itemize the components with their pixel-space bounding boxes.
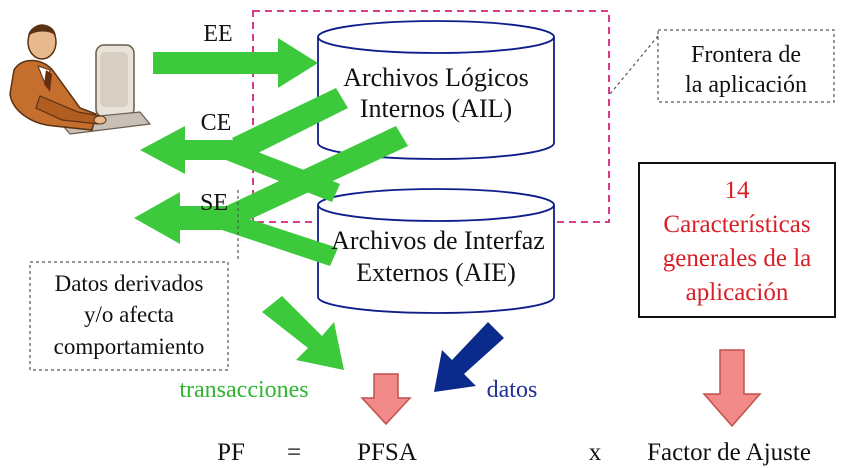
formula-pf: PF <box>217 439 245 466</box>
ce-band-upper <box>232 88 348 160</box>
formula-factor: Factor de Ajuste <box>647 439 811 466</box>
se-arrow <box>134 192 238 244</box>
derived-note-box <box>29 261 229 371</box>
transacciones-label: transacciones <box>179 377 308 403</box>
aie-label-line1: Archivos de Interfaz <box>331 226 545 255</box>
formula-equals: = <box>287 439 301 466</box>
ail-label-line1: Archivos Lógicos <box>343 63 529 92</box>
characteristics-line4: aplicación <box>686 279 789 306</box>
boundary-callout-connector <box>609 35 659 95</box>
ee-label: EE <box>203 21 232 47</box>
datos-arrow <box>434 322 504 392</box>
characteristics-line3: generales de la <box>663 245 812 272</box>
pfsa-down-arrow <box>360 373 412 426</box>
formula-times: x <box>589 439 602 466</box>
derived-note-line2: y/o afecta <box>84 302 174 327</box>
aie-cylinder <box>317 188 555 314</box>
datos-label: datos <box>487 377 538 403</box>
ce-label: CE <box>201 110 232 136</box>
se-band-lower <box>222 212 338 266</box>
boundary-label-line2: la aplicación <box>685 72 807 98</box>
characteristics-line1: 14 <box>725 177 751 204</box>
ee-arrow <box>153 38 318 88</box>
aie-label-line2: Externos (AIE) <box>356 258 516 287</box>
derived-note-line1: Datos derivados <box>55 271 204 296</box>
ail-cylinder <box>317 20 555 160</box>
transacciones-arrow <box>262 296 344 370</box>
characteristics-line2: Características <box>663 211 810 238</box>
factor-down-arrow <box>702 349 762 428</box>
derived-note-line3: comportamiento <box>54 334 205 359</box>
ail-label-line2: Internos (AIL) <box>360 94 512 123</box>
formula-pfsa: PFSA <box>357 439 417 466</box>
se-band-upper <box>222 126 408 226</box>
boundary-label-line1: Frontera de <box>691 42 801 68</box>
characteristics-box <box>638 162 836 318</box>
ce-arrow <box>140 126 235 174</box>
boundary-callout-box <box>657 29 835 103</box>
se-label: SE <box>200 190 228 216</box>
user-at-computer-icon <box>9 24 152 135</box>
